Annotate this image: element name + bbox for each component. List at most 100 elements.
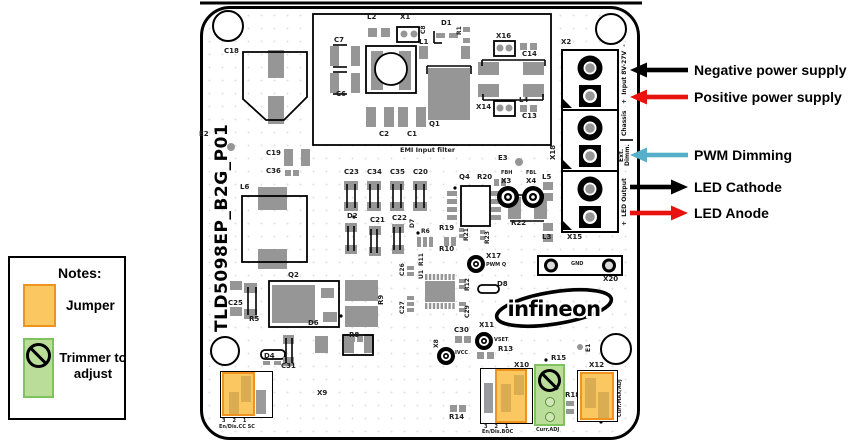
edge-label-chassis: Chassis [621,110,628,137]
component-label-c7: C7 [334,36,345,44]
arrow-icon [630,89,688,105]
component-label-r22: R22 [511,219,527,227]
component-label-c35: C35 [390,168,405,176]
edge-label--led-output: + LED Output [621,178,628,226]
component-label-c26: C26 [399,263,406,276]
component-label-3-2-1: 3 2 1 [222,418,247,424]
component-label-3-2-1: 3 2 1 [484,424,509,430]
component-label-l2: L2 [367,13,377,21]
arrow-icon [630,62,688,78]
infineon-logo-text: infineon [507,297,600,321]
trimmer-swatch [23,338,54,398]
component-label-r9: R9 [377,294,385,305]
component-label-x8: X8 [433,339,440,348]
component-label-c18: C18 [224,47,239,55]
component-label-c19: C19 [266,149,281,157]
component-label-c30: C30 [454,326,469,334]
emi-filter-label: EMI Input filter [400,146,456,154]
component-label-r18: R18 [565,391,581,399]
component-label-x10: X10 [514,361,530,369]
component-label-x11: X11 [479,321,495,329]
component-label-vset: VSET [494,337,509,343]
annotation-pwm-dimming: PWM Dimming [630,144,792,166]
component-label-x14: X14 [476,103,492,111]
component-label-c20: C20 [413,168,428,176]
component-label-d1: D1 [441,19,452,27]
component-label-gnd: GND [571,261,584,267]
jumper-swatch [23,284,56,327]
component-label-r15: R15 [551,354,567,362]
component-label-r19: R19 [439,224,455,232]
component-label-r6: R6 [421,228,430,235]
component-label-x2: X2 [561,38,572,46]
component-label-r1: R1 [456,26,463,35]
board-title: TLD5098EP_B2G_P01 [212,123,232,332]
component-label-c6: C6 [336,90,347,98]
component-label-x3: X3 [501,177,512,185]
edge-label--input-8v-27v-: + Input 8V-27V - [621,44,628,104]
arrow-icon [630,147,688,163]
component-label-c8: C8 [420,25,427,34]
component-label-c23: C23 [344,168,359,176]
component-label-r12: R12 [464,278,471,291]
annotation-led-cathode: LED Cathode [630,176,782,198]
component-label-c27: C27 [399,301,406,314]
component-label-en-dis-cc-sc: En/Dis.CC SC [219,424,255,430]
no-entry-icon [26,343,51,368]
component-label-r13: R13 [498,345,514,353]
component-label-x15: X15 [567,233,583,241]
component-label-c29: C29 [464,305,471,318]
component-label-q1: Q1 [429,120,440,128]
component-label-c25: C25 [228,299,243,307]
component-label-d2: D2 [347,212,358,220]
component-label-l1: L1 [419,38,429,46]
infineon-logo: infineon [494,287,614,329]
component-label-r14: R14 [449,413,465,421]
annotation-positive-power-supply: Positive power supply [630,86,842,108]
component-label-e2: E2 [199,130,209,138]
component-label-pwm-q: PWM Q [486,262,507,268]
component-label-r21: R21 [463,228,470,241]
component-label-x16: X16 [496,32,512,40]
component-label-c13: C13 [522,112,537,120]
component-label-l6: L6 [240,183,250,191]
annotation-label: Positive power supply [694,89,842,105]
component-label-l3: L3 [542,233,552,241]
component-label-d8: D8 [497,280,508,288]
arrow-icon [630,179,688,195]
annotation-led-anode: LED Anode [630,202,769,224]
component-label-ivcc: IVCC [455,350,469,356]
component-label-x17: X17 [486,252,502,260]
component-label-d7: D7 [409,218,416,228]
component-label-c1: C1 [407,130,418,138]
x10-open-pin [484,383,493,413]
legend-label-trimmer: Trimmer to adjust [59,350,127,382]
annotation-label: LED Cathode [694,179,782,195]
component-label-d6: D6 [308,319,319,327]
component-label-r8: R8 [349,331,360,339]
component-label-r11: R11 [418,253,425,266]
jumper-x9 [222,372,255,416]
component-label-d4: D4 [264,352,275,360]
annotation-label: Negative power supply [694,62,847,78]
component-label-curr-max-adj: Curr.MAX/ADJ [617,379,623,417]
legend-title: Notes: [58,265,102,281]
component-label-curr-adj: Curr.ADJ [536,427,560,433]
component-label-u1: U1 [418,269,425,279]
component-label-e3: E3 [498,154,508,162]
component-label-l5: L5 [542,173,552,181]
component-label-c36: C36 [266,167,281,175]
component-label-c22: C22 [392,214,407,222]
component-label-q4: Q4 [459,173,470,181]
component-label-r20: R20 [477,173,493,181]
component-label-c2: C2 [379,130,390,138]
component-label-c34: C34 [367,168,382,176]
x9-open-pin [256,390,266,414]
annotation-negative-power-supply: Negative power supply [630,59,846,81]
legend-label-jumper: Jumper [66,298,115,313]
component-label-fbh: FBH [501,170,513,176]
component-label-e1: E1 [585,343,592,352]
component-label-x18: X18 [549,144,557,160]
component-label-q2: Q2 [288,271,299,279]
